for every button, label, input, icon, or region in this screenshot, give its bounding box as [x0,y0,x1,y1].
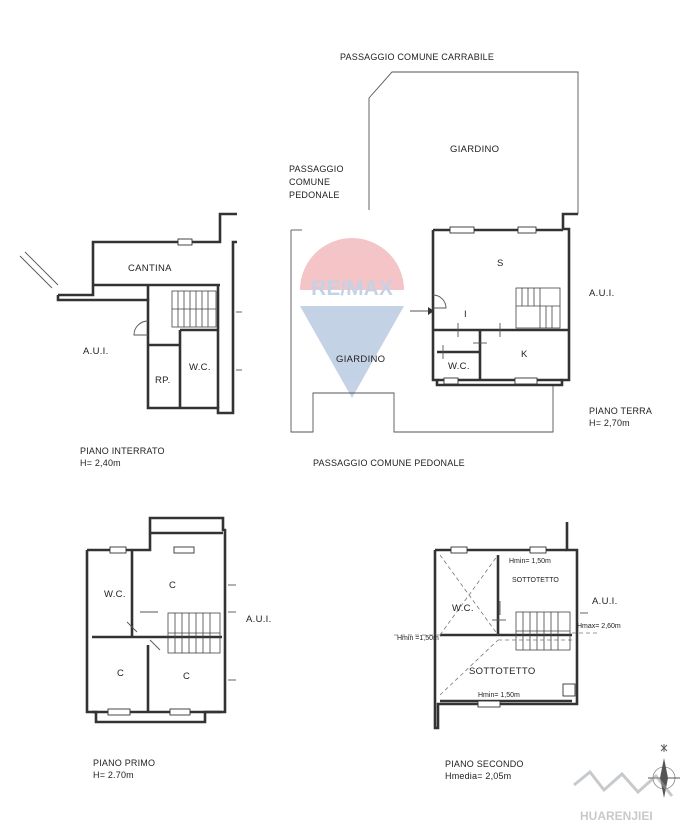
piano-terra-plan: GIARDINO GIARDINO S I K [290,71,652,433]
room-label-ingresso: I [464,309,467,320]
piano-terra-title: PIANO TERRA [589,406,652,416]
room-label-wc-secondo: W.C. [452,603,474,614]
piano-primo-height: H= 2.70m [93,770,134,780]
piano-secondo-height: Hmedia= 2,05m [445,771,511,781]
room-label-camera-1: C [169,580,176,591]
label-passaggio-pedonale-3: PEDONALE [289,190,340,200]
label-passaggio-pedonale-bottom: PASSAGGIO COMUNE PEDONALE [313,458,465,468]
label-aui-interrato: A.U.I. [83,346,109,357]
piano-secondo-plan: W.C. SOTTOTETTO SOTTOTETTO Hmin= 1,50m H… [392,522,621,781]
label-passaggio-pedonale-1: PASSAGGIO [289,164,344,174]
label-aui-secondo: A.U.I. [592,596,618,607]
remax-watermark: RE/MAX [300,238,404,398]
annotation-hmin-left: Hmin =1,50m [397,635,439,642]
room-label-soggiorno: S [497,258,504,269]
room-label-rp: RP. [155,375,171,386]
label-passaggio-carrabile: PASSAGGIO COMUNE CARRABILE [340,52,494,62]
room-label-sottotetto-small: SOTTOTETTO [512,577,559,584]
label-giardino-top: GIARDINO [450,144,499,155]
piano-primo-title: PIANO PRIMO [93,758,155,768]
room-label-sottotetto-large: SOTTOTETTO [469,666,536,677]
huarenjiei-watermark: HUARENJIEI [573,769,674,823]
annotation-hmax: Hmax= 2,60m [577,623,621,630]
piano-terra-height: H= 2,70m [589,418,630,428]
label-aui-terra: A.U.I. [589,288,615,299]
label-passaggio-pedonale-2: COMUNE [289,177,330,187]
room-label-camera-2: C [117,668,124,679]
label-giardino-bottom: GIARDINO [336,354,385,365]
north-arrow-icon [648,744,680,798]
room-label-wc-primo: W.C. [104,589,126,600]
watermark-site-text: HUARENJIEI [580,809,653,823]
room-label-wc-interrato: W.C. [189,362,211,373]
piano-interrato-title: PIANO INTERRATO [80,446,165,456]
piano-secondo-title: PIANO SECONDO [445,759,524,769]
annotation-hmin-top: Hmin= 1,50m [509,558,551,565]
remax-logo-text: RE/MAX [311,277,393,300]
piano-interrato-height: H= 2,40m [80,458,121,468]
piano-primo-plan: W.C. C C C A.U.I. PIANO PRIMO H= 2.70m [85,516,272,780]
room-label-cantina: CANTINA [128,263,172,274]
piano-interrato-plan: CANTINA W.C. RP. A.U.I. PIANO INTERRATO … [19,212,242,468]
room-label-camera-3: C [183,671,190,682]
label-aui-primo: A.U.I. [246,614,272,625]
room-label-wc-terra: W.C. [448,361,470,372]
room-label-cucina: K [521,349,528,360]
annotation-hmin-bottom: Hmin= 1,50m [478,692,520,699]
